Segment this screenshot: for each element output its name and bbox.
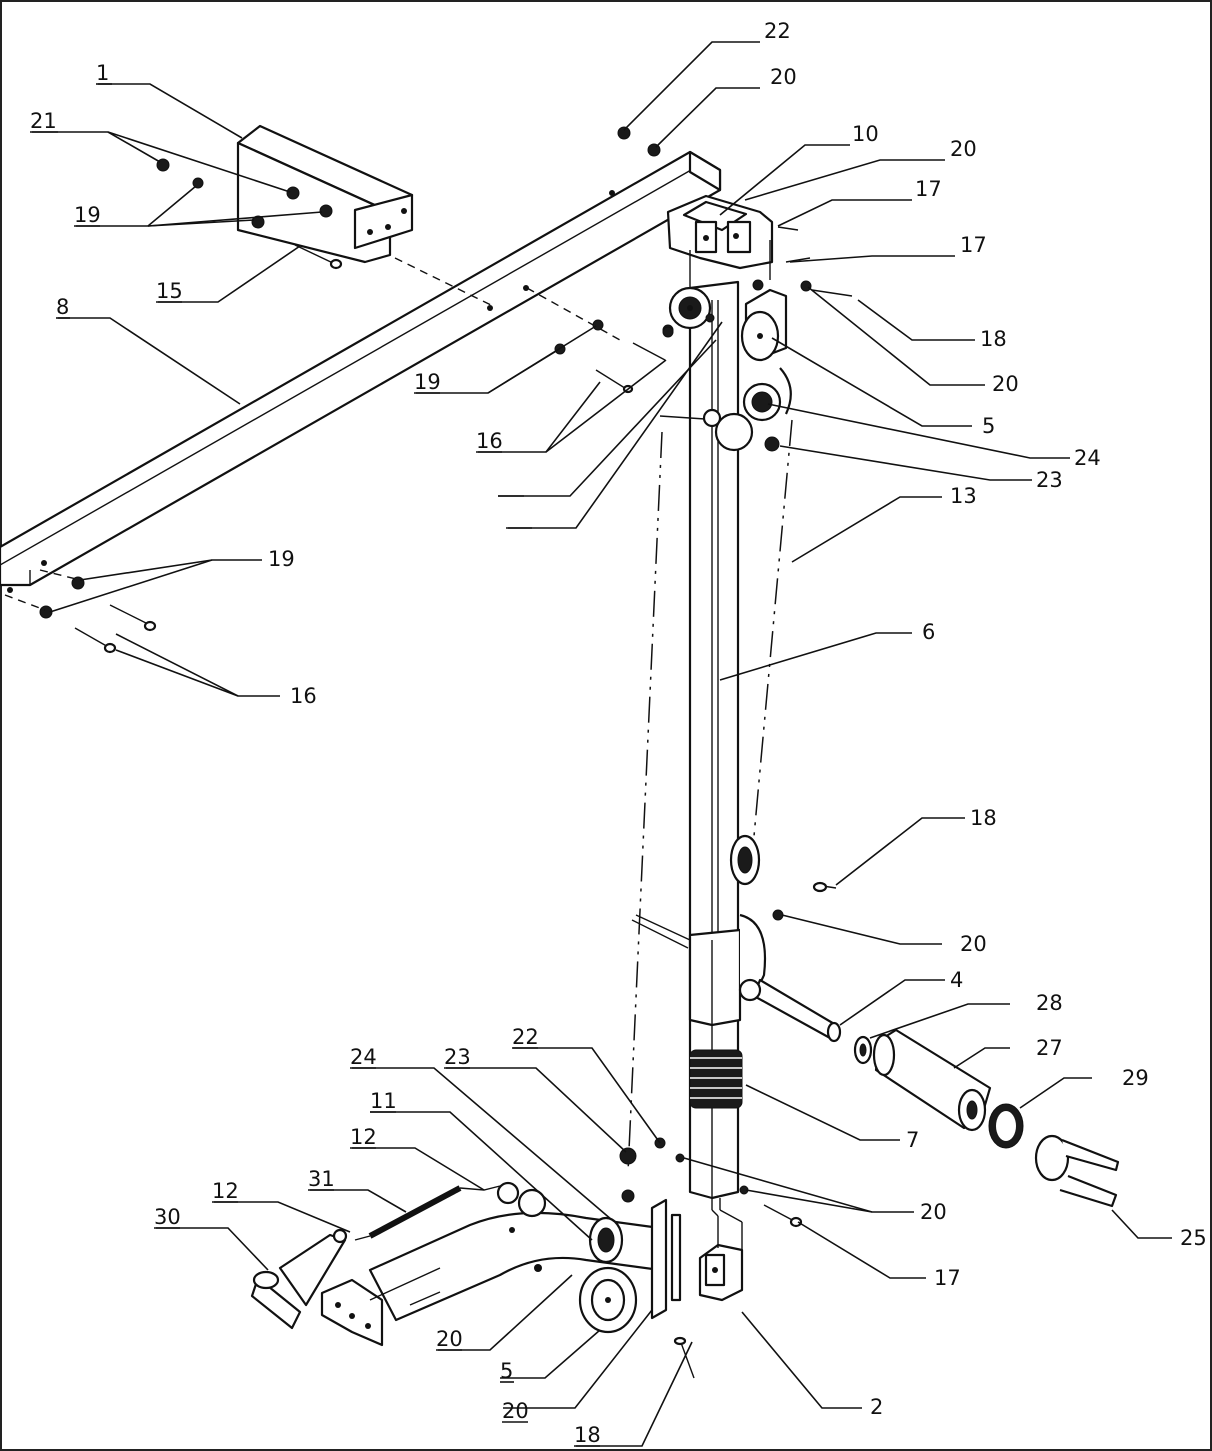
- leader-lines: [32, 41, 1172, 1447]
- callout-8: 8: [56, 295, 69, 319]
- lower-bracket-part-2: [698, 1198, 744, 1302]
- callout-31: 31: [308, 1167, 335, 1191]
- callout-17-upper: 17: [915, 177, 942, 201]
- callout-29: 29: [1122, 1066, 1149, 1090]
- callout-4: 4: [950, 968, 963, 992]
- callout-underlines: [30, 83, 600, 1447]
- callout-12-lower: 12: [212, 1179, 239, 1203]
- callout-22-lower: 22: [512, 1025, 539, 1049]
- sleeve-part-4: [631, 881, 842, 1043]
- callout-16-mid: 16: [476, 429, 503, 453]
- cable-guide: [659, 367, 792, 452]
- lower-arm-part-11: [320, 1211, 662, 1347]
- callout-18-mid: 18: [970, 806, 997, 830]
- lower-pulley-part-24: [588, 1147, 637, 1264]
- callout-27: 27: [1036, 1036, 1063, 1060]
- ring-part-29: [988, 1103, 1024, 1149]
- bracket-part-1: [236, 124, 414, 264]
- callout-24-lower: 24: [350, 1045, 377, 1069]
- callout-20-right: 20: [992, 372, 1019, 396]
- callout-18-bottom: 18: [574, 1423, 601, 1447]
- callout-19-lower-left: 19: [268, 547, 295, 571]
- mid-pulley: [729, 834, 761, 886]
- callout-11: 11: [370, 1089, 397, 1113]
- lower-pulley-part-5: [578, 1266, 638, 1334]
- callout-24-upper: 24: [1074, 446, 1101, 470]
- callout-20-mid-right: 20: [960, 932, 987, 956]
- pulley-24: [742, 382, 782, 452]
- callout-19-mid: 19: [414, 370, 441, 394]
- top-pulley-right-part-5: [740, 288, 788, 362]
- callout-13: 13: [950, 484, 977, 508]
- callout-28: 28: [1036, 991, 1063, 1015]
- callout-16-lower-left: 16: [290, 684, 317, 708]
- callout-17-mid: 17: [960, 233, 987, 257]
- top-tube-part-8: [0, 150, 722, 593]
- callout-5-bottom: 5: [500, 1359, 513, 1383]
- callout-10: 10: [852, 122, 879, 146]
- callout-15: 15: [156, 279, 183, 303]
- washer-part-28: [853, 1035, 873, 1065]
- handle-part-30: [250, 1228, 348, 1330]
- callout-25: 25: [1180, 1226, 1207, 1250]
- callout-20-lower-right: 20: [920, 1200, 947, 1224]
- callout-23-lower: 23: [444, 1045, 471, 1069]
- hardware-mid: [554, 319, 674, 394]
- clip-part-25: [1034, 1134, 1120, 1208]
- callout-20-top-right: 20: [950, 137, 977, 161]
- callout-1: 1: [96, 61, 109, 85]
- callout-12-upper: 12: [350, 1125, 377, 1149]
- callout-20-lower-left: 20: [436, 1327, 463, 1351]
- callout-20-bottom: 20: [502, 1399, 529, 1423]
- callout-23-upper: 23: [1036, 468, 1063, 492]
- cable-part-31: [354, 1181, 547, 1241]
- callout-5-upper: 5: [982, 414, 995, 438]
- callout-labels: 22 20 10 20 17 17 18 20 5 24 23 13 6 18 …: [30, 19, 1207, 1447]
- callout-6: 6: [922, 620, 935, 644]
- lower-pin-plate: [650, 1198, 682, 1320]
- callout-18-upper: 18: [980, 327, 1007, 351]
- roller-part-27: [872, 1028, 992, 1132]
- callout-19-top-left: 19: [74, 203, 101, 227]
- callout-30: 30: [154, 1205, 181, 1229]
- top-bracket-part-10: [666, 194, 774, 290]
- hardware-bottom-left: [4, 569, 157, 654]
- callout-20-top: 20: [770, 65, 797, 89]
- callout-17-lower: 17: [934, 1266, 961, 1290]
- callout-21: 21: [30, 109, 57, 133]
- callout-7: 7: [906, 1128, 919, 1152]
- top-pulley-left: [668, 286, 712, 330]
- hardware-top: [617, 126, 853, 338]
- spring-part-7: [689, 1049, 743, 1109]
- callout-2: 2: [870, 1395, 883, 1419]
- callout-22-top: 22: [764, 19, 791, 43]
